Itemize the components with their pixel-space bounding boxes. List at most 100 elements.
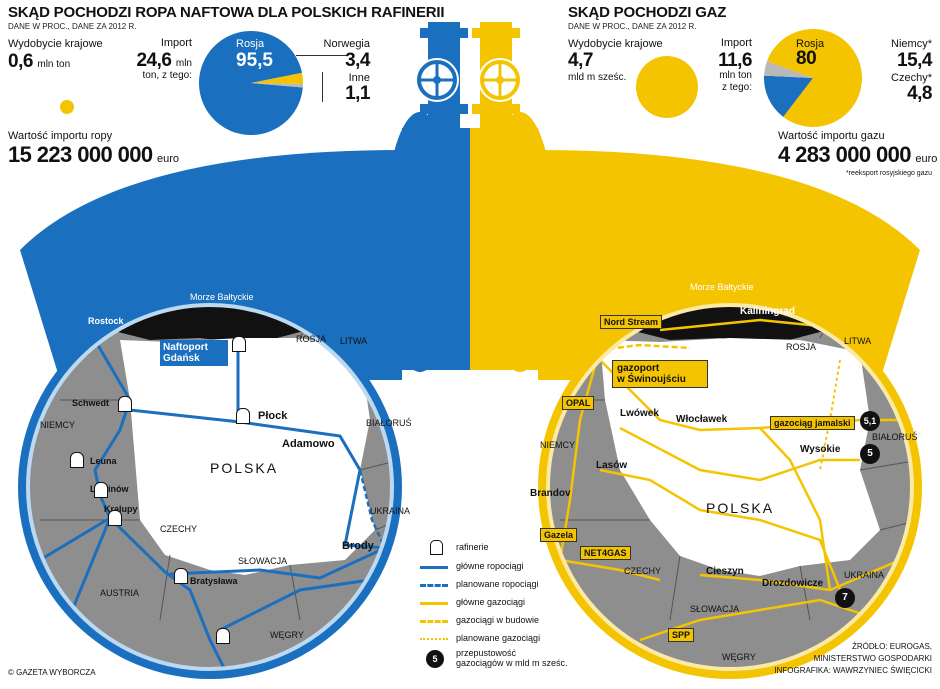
gas-pie-chart	[764, 28, 862, 128]
legend-swatch	[420, 602, 448, 605]
legend-oil-main-label: główne ropociągi	[456, 561, 524, 571]
oil-import: 24,6 mln	[104, 50, 192, 72]
oil-pie-third-value: 1,1	[345, 83, 370, 104]
oil-map-sea: Morze Bałtyckie	[190, 292, 254, 302]
gas-title: SKĄD POCHODZI GAZ	[568, 4, 727, 21]
gas-map-sk: SŁOWACJA	[690, 604, 740, 614]
pipe-spp: SPP	[668, 628, 695, 642]
oil-pie-leader	[296, 55, 346, 56]
oil-map-cz: CZECHY	[160, 524, 198, 534]
source-line3: INFOGRAFIKA: WAWRZYNIEC ŚWIĘCICKI	[774, 666, 932, 675]
gas-pie-third-value: 4,8	[907, 83, 932, 104]
oil-import-value: 24,6	[136, 50, 172, 71]
gas-import-unit1: mln ton	[719, 70, 752, 81]
refinery-icon	[94, 482, 108, 498]
oil-slice-inne	[251, 83, 303, 88]
gas-value: 4 283 000 000 euro	[778, 142, 937, 168]
city-wysokie: Wysokie	[800, 444, 841, 455]
gas-map-ua: UKRAINA	[844, 570, 885, 580]
city-brandov: Brandov	[530, 488, 571, 499]
gas-value-unit: euro	[915, 153, 938, 165]
oil-pie-chart	[199, 30, 303, 135]
oil-import-label: Import	[160, 37, 192, 49]
refinery-icon	[232, 336, 246, 352]
oil-map-lt: LITWA	[340, 336, 368, 346]
gas-map-de: NIEMCY	[540, 440, 576, 450]
capacity-badge-wysokie: 5	[860, 444, 880, 464]
legend-capacity: 5 przepustowość gazociągów w mld m sześc…	[420, 648, 610, 672]
legend-gas-main: główne gazociągi	[420, 594, 610, 612]
gas-pie-main-label: Rosja	[796, 38, 825, 50]
gas-pie-main-value: 80	[796, 48, 817, 69]
gas-domestic-unit: mld m sześc.	[568, 72, 627, 83]
legend-gas-building-label: gazociągi w budowie	[456, 615, 540, 625]
refinery-icon	[174, 568, 188, 584]
gas-pie-second-value: 15,4	[897, 50, 932, 71]
oil-pie-leader2	[322, 72, 323, 102]
legend-refinery-label: rafinerie	[456, 542, 489, 552]
pipe-net4gas: NET4GAS	[580, 546, 631, 560]
oil-pie-second-label: Norwegia	[323, 38, 370, 50]
gazoport-label: gazoport w Świnoujściu	[612, 360, 708, 388]
oil-map-pl: POLSKA	[210, 460, 279, 476]
gas-domestic-label: Wydobycie krajowe	[568, 38, 663, 50]
legend-gas-planned: planowane gazociągi	[420, 630, 610, 648]
oil-map-by: BIAŁORUŚ	[366, 418, 412, 428]
capacity-badge-jamal: 5,1	[860, 411, 880, 431]
legend-refinery: rafinerie	[420, 540, 610, 558]
gas-import-value: 11,6	[718, 50, 752, 71]
refinery-icon	[70, 452, 84, 468]
legend-oil-planned: planowane ropociągi	[420, 576, 610, 594]
oil-value-unit: euro	[156, 153, 180, 165]
oil-pie-third-label: Inne	[348, 72, 370, 84]
city-cieszyn: Cieszyn	[706, 566, 744, 577]
legend-gas-main-label: główne gazociągi	[456, 597, 526, 607]
legend-oil-main: główne ropociągi	[420, 558, 610, 576]
gas-import-label: Import	[720, 37, 752, 49]
oil-pie-main-value: 95,5	[236, 50, 273, 71]
gas-slice-niemcy	[764, 75, 813, 117]
city-lasow: Lasów	[596, 460, 628, 471]
oil-pie-main-name: Rosja	[236, 38, 265, 50]
city-kralupy: Kralupy	[104, 504, 138, 514]
oil-map-sk: SŁOWACJA	[238, 556, 288, 566]
city-wloclawek: Włocławek	[676, 414, 728, 425]
refinery-icon	[236, 408, 250, 424]
legend-gas-planned-label: planowane gazociągi	[456, 633, 541, 643]
oil-slice-rosja	[199, 30, 303, 135]
gas-footnote: *reeksport rosyjskiego gazu	[846, 170, 932, 177]
source-line2: MINISTERSTWO GOSPODARKI	[813, 654, 932, 663]
oil-map-hu: WĘGRY	[270, 630, 304, 640]
city-drozdowicze: Drozdowicze	[762, 578, 824, 589]
city-lwowek: Lwówek	[620, 408, 659, 419]
capacity-badge-drozdowicze: 7	[835, 588, 855, 608]
oil-map-at: AUSTRIA	[100, 588, 140, 598]
city-rostock: Rostock	[88, 316, 124, 326]
gas-map	[548, 305, 912, 669]
oil-domestic-dot	[60, 100, 74, 114]
gas-map-ru: ROSJA	[786, 342, 817, 352]
gas-subtitle: DANE W PROC., DANE ZA 2012 R.	[568, 22, 697, 31]
gas-value-label: Wartość importu gazu	[778, 130, 885, 142]
city-leuna: Leuna	[90, 456, 117, 466]
gas-map-cz: CZECHY	[624, 566, 662, 576]
oil-value: 15 223 000 000 euro	[8, 142, 179, 168]
gas-map-rim	[546, 303, 914, 671]
legend-swatch	[420, 566, 448, 569]
legend-capacity-line2: gazociągów w mld m sześc.	[456, 658, 568, 668]
pipe-jamalski: gazociąg jamalski	[770, 416, 855, 430]
pipe-gazela: Gazela	[540, 528, 578, 542]
city-litwinow: Litwinów	[90, 484, 129, 494]
oil-map-rim	[26, 303, 394, 671]
oil-domestic-value: 0,6	[8, 51, 33, 72]
legend-gas-building: gazociągi w budowie	[420, 612, 610, 630]
city-kaliningrad: Kaliningrad	[740, 306, 796, 317]
gas-pie-third-label: Czechy*	[891, 72, 932, 84]
oil-valve-icon	[415, 58, 459, 102]
gas-map-hu: WĘGRY	[722, 652, 756, 662]
pipe-nord-stream: Nord Stream	[600, 315, 663, 329]
city-bratyslawa: Bratysława	[190, 576, 238, 586]
oil-map-ua: UKRAINA	[370, 506, 411, 516]
city-plock: Płock	[258, 410, 288, 422]
